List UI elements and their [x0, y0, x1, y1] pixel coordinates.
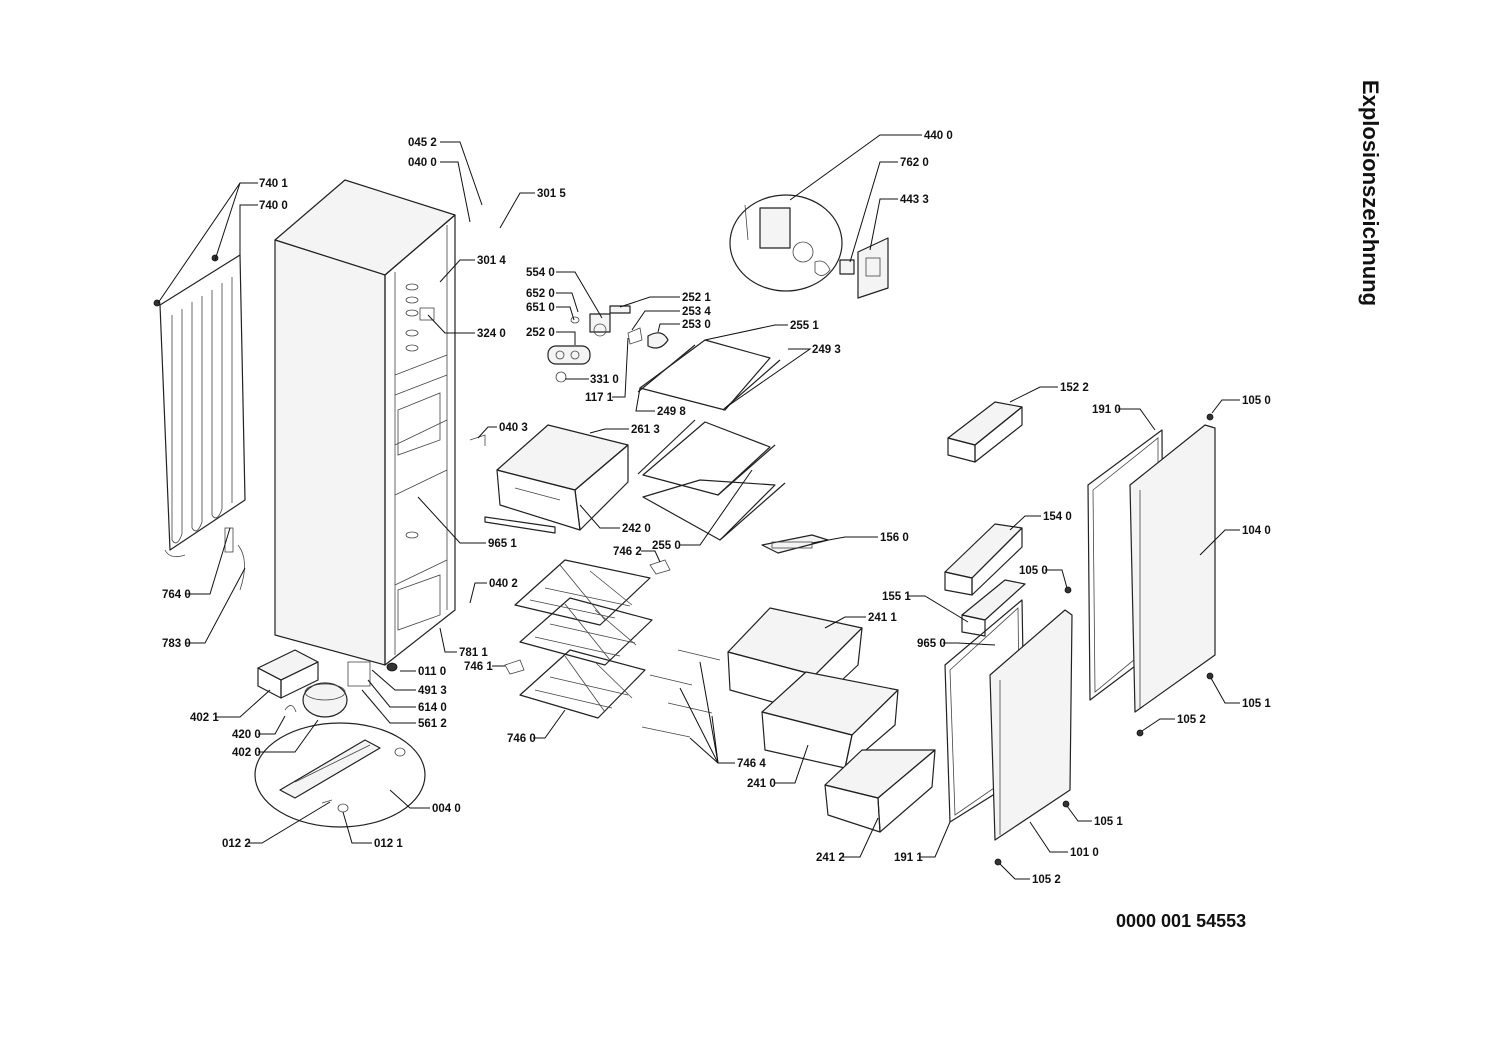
callout-label: 241 0: [747, 778, 776, 790]
callout-label: 105 0: [1019, 565, 1048, 577]
callout-label: 746 2: [613, 546, 642, 558]
upper-drawer-illustration: [469, 424, 629, 534]
callout-label: 561 2: [418, 718, 447, 730]
callout-label: 191 0: [1092, 404, 1121, 416]
callout-label: 154 0: [1043, 511, 1072, 523]
document-number: 0000 001 54553: [1116, 911, 1247, 931]
door-shelves-illustration: [761, 401, 1026, 637]
callout-label: 255 0: [652, 540, 681, 552]
callout-labels: 045 2 040 0 301 5 740 1 740 0 301 4 324 …: [162, 130, 1271, 886]
callout-label: 252 0: [526, 327, 555, 339]
callout-label: 783 0: [162, 638, 191, 650]
parts-artwork: [153, 179, 1216, 866]
callout-label: 253 0: [682, 319, 711, 331]
callout-label: 152 2: [1060, 382, 1089, 394]
callout-label: 249 3: [812, 344, 841, 356]
callout-label: 746 4: [737, 758, 766, 770]
callout-label: 651 0: [526, 302, 555, 314]
callout-label: 105 1: [1094, 816, 1123, 828]
callout-label: 331 0: [590, 374, 619, 386]
callout-label: 040 0: [408, 157, 437, 169]
callout-label: 117 1: [585, 392, 614, 404]
leader-lines: [157, 134, 1240, 880]
callout-label: 105 1: [1242, 698, 1271, 710]
freezer-drawers-illustration: [727, 607, 936, 833]
callout-label: 155 1: [882, 591, 911, 603]
cabinet-illustration: [274, 179, 456, 672]
callout-label: 101 0: [1070, 847, 1099, 859]
callout-label: 253 4: [682, 306, 711, 318]
callout-label: 762 0: [900, 157, 929, 169]
callout-label: 740 0: [259, 200, 288, 212]
callout-label: 242 0: [622, 523, 651, 535]
wire-racks-illustration: [504, 559, 721, 738]
callout-label: 105 0: [1242, 395, 1271, 407]
callout-label: 614 0: [418, 702, 447, 714]
callout-label: 652 0: [526, 288, 555, 300]
callout-label: 740 1: [259, 178, 288, 190]
callout-label: 040 3: [499, 422, 528, 434]
callout-label: 301 4: [477, 255, 506, 267]
callout-label: 241 1: [868, 612, 897, 624]
callout-label: 012 1: [374, 838, 403, 850]
callout-label: 443 3: [900, 194, 929, 206]
control-unit-illustration: [547, 305, 669, 383]
callout-label: 249 8: [657, 406, 686, 418]
doors-illustration: [944, 413, 1216, 866]
callout-label: 011 0: [418, 666, 446, 678]
condenser-illustration: [153, 254, 246, 591]
callout-label: 301 5: [537, 188, 566, 200]
callout-label: 402 0: [232, 747, 261, 759]
callout-label: 045 2: [408, 137, 437, 149]
glass-shelves-illustration: [637, 339, 786, 541]
callout-label: 420 0: [232, 729, 261, 741]
callout-label: 105 2: [1032, 874, 1061, 886]
callout-label: 040 2: [489, 578, 518, 590]
compressor-illustration: [254, 649, 426, 828]
callout-label: 764 0: [162, 589, 191, 601]
callout-label: 241 2: [816, 852, 845, 864]
callout-label: 746 0: [507, 733, 536, 745]
callout-label: 191 1: [894, 852, 923, 864]
callout-label: 255 1: [790, 320, 819, 332]
callout-label: 105 2: [1177, 714, 1206, 726]
callout-label: 402 1: [190, 712, 219, 724]
callout-label: 746 1: [464, 661, 493, 673]
callout-label: 252 1: [682, 292, 711, 304]
callout-label: 012 2: [222, 838, 251, 850]
callout-label: 324 0: [477, 328, 506, 340]
callout-label: 965 0: [917, 638, 946, 650]
callout-label: 104 0: [1242, 525, 1271, 537]
fan-module-illustration: [729, 194, 889, 299]
callout-label: 440 0: [924, 130, 953, 142]
callout-label: 781 1: [459, 647, 488, 659]
callout-label: 554 0: [526, 267, 555, 279]
callout-label: 004 0: [432, 803, 461, 815]
callout-label: 491 3: [418, 685, 447, 697]
callout-label: 156 0: [880, 532, 909, 544]
callout-label: 261 3: [631, 424, 660, 436]
callout-label: 965 1: [488, 538, 517, 550]
